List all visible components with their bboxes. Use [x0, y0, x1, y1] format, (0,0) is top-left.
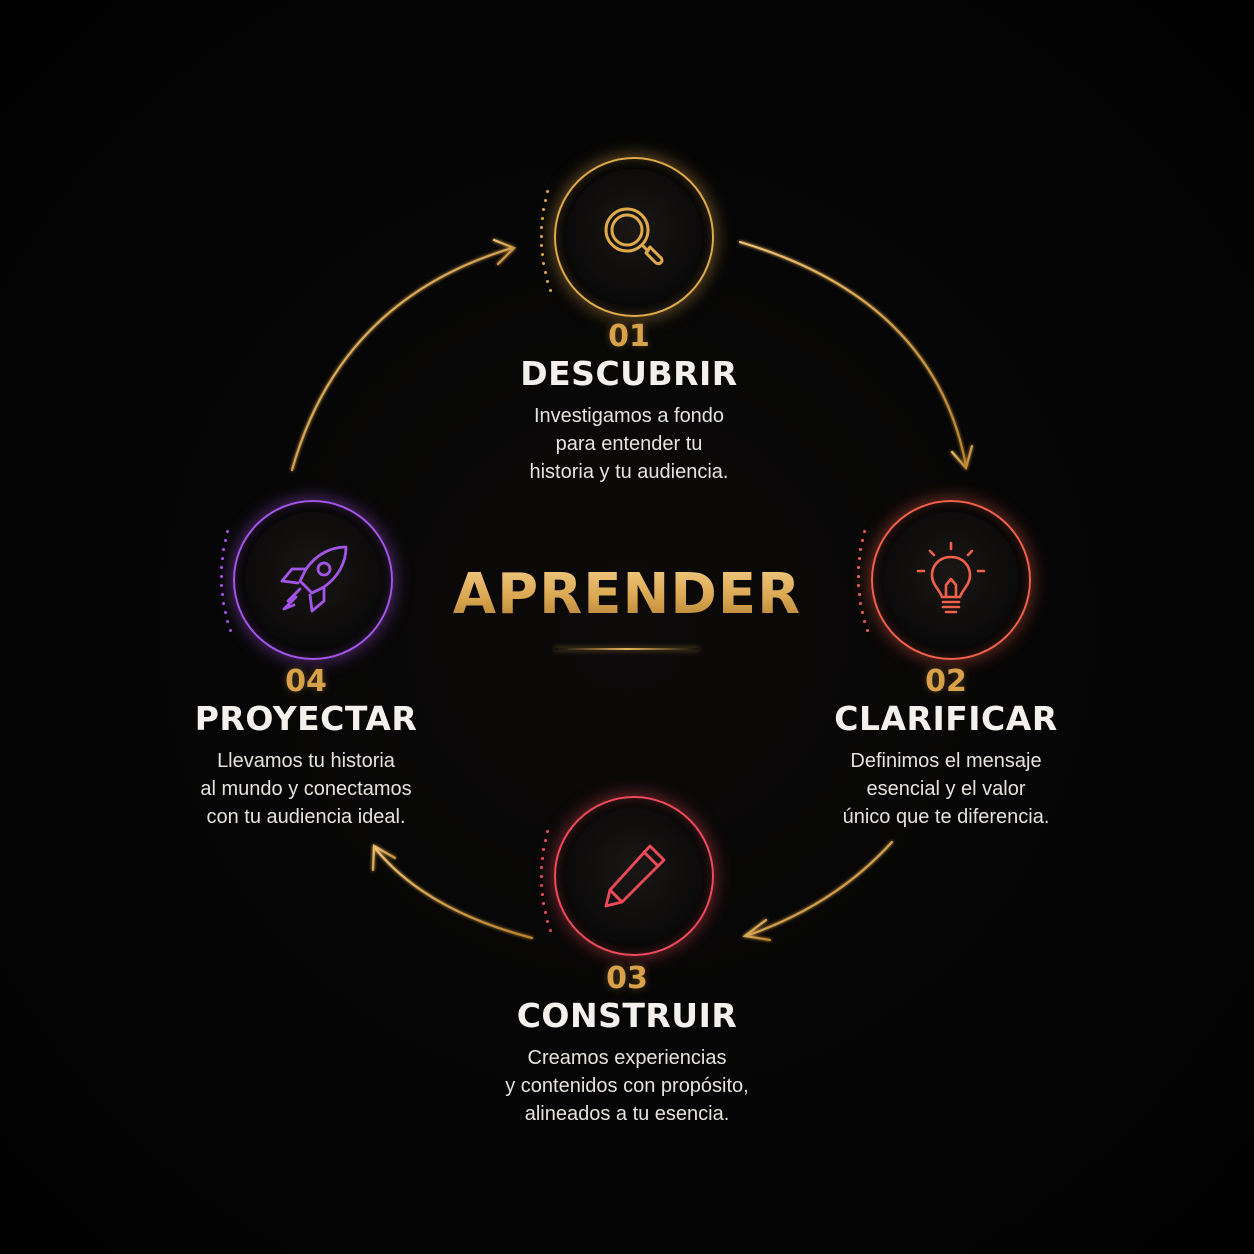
step-title: CLARIFICAR	[834, 699, 1058, 738]
center-title: APRENDER	[377, 560, 877, 630]
center-divider	[555, 648, 699, 650]
step-1-circle	[554, 157, 714, 317]
step-2-circle	[871, 500, 1031, 660]
step-title: PROYECTAR	[194, 699, 418, 738]
lightbulb-icon	[916, 541, 986, 614]
arrow-descubrir-to-clarificar	[738, 240, 968, 468]
arrowhead-descubrir	[492, 238, 516, 266]
step-title: DESCUBRIR	[520, 354, 738, 393]
rocket-icon	[280, 545, 348, 613]
step-number: 03	[606, 961, 648, 996]
step-description: Creamos experiencias y contenidos con pr…	[505, 1047, 749, 1125]
arrow-proyectar-to-descubrir	[290, 246, 514, 472]
arrowhead-clarificar	[950, 444, 974, 471]
step-number: 02	[925, 664, 967, 699]
step-3-label: 03 CONSTRUIR Creamos experiencias y cont…	[447, 962, 807, 1128]
step-number: 04	[285, 664, 327, 699]
magnifying-glass-icon	[604, 207, 664, 266]
step-3-circle	[554, 796, 714, 956]
step-description: Llevamos tu historia al mundo y conectam…	[200, 750, 412, 828]
step-title: CONSTRUIR	[516, 996, 738, 1035]
pencil-icon	[604, 844, 666, 908]
arrowhead-construir	[742, 918, 772, 942]
arrow-construir-to-proyectar	[373, 846, 534, 940]
step-1-label: 01 DESCUBRIR Investigamos a fondo para e…	[449, 320, 809, 486]
step-description: Definimos el mensaje esencial y el valor…	[842, 750, 1050, 828]
step-2-label: 02 CLARIFICAR Definimos el mensaje esenc…	[766, 665, 1126, 831]
step-description: Investigamos a fondo para entender tu hi…	[529, 405, 729, 483]
arrowhead-proyectar	[371, 844, 397, 872]
arrow-clarificar-to-construir	[744, 840, 894, 938]
step-4-circle	[233, 500, 393, 660]
step-4-label: 04 PROYECTAR Llevamos tu historia al mun…	[126, 665, 486, 831]
step-number: 01	[608, 319, 650, 354]
